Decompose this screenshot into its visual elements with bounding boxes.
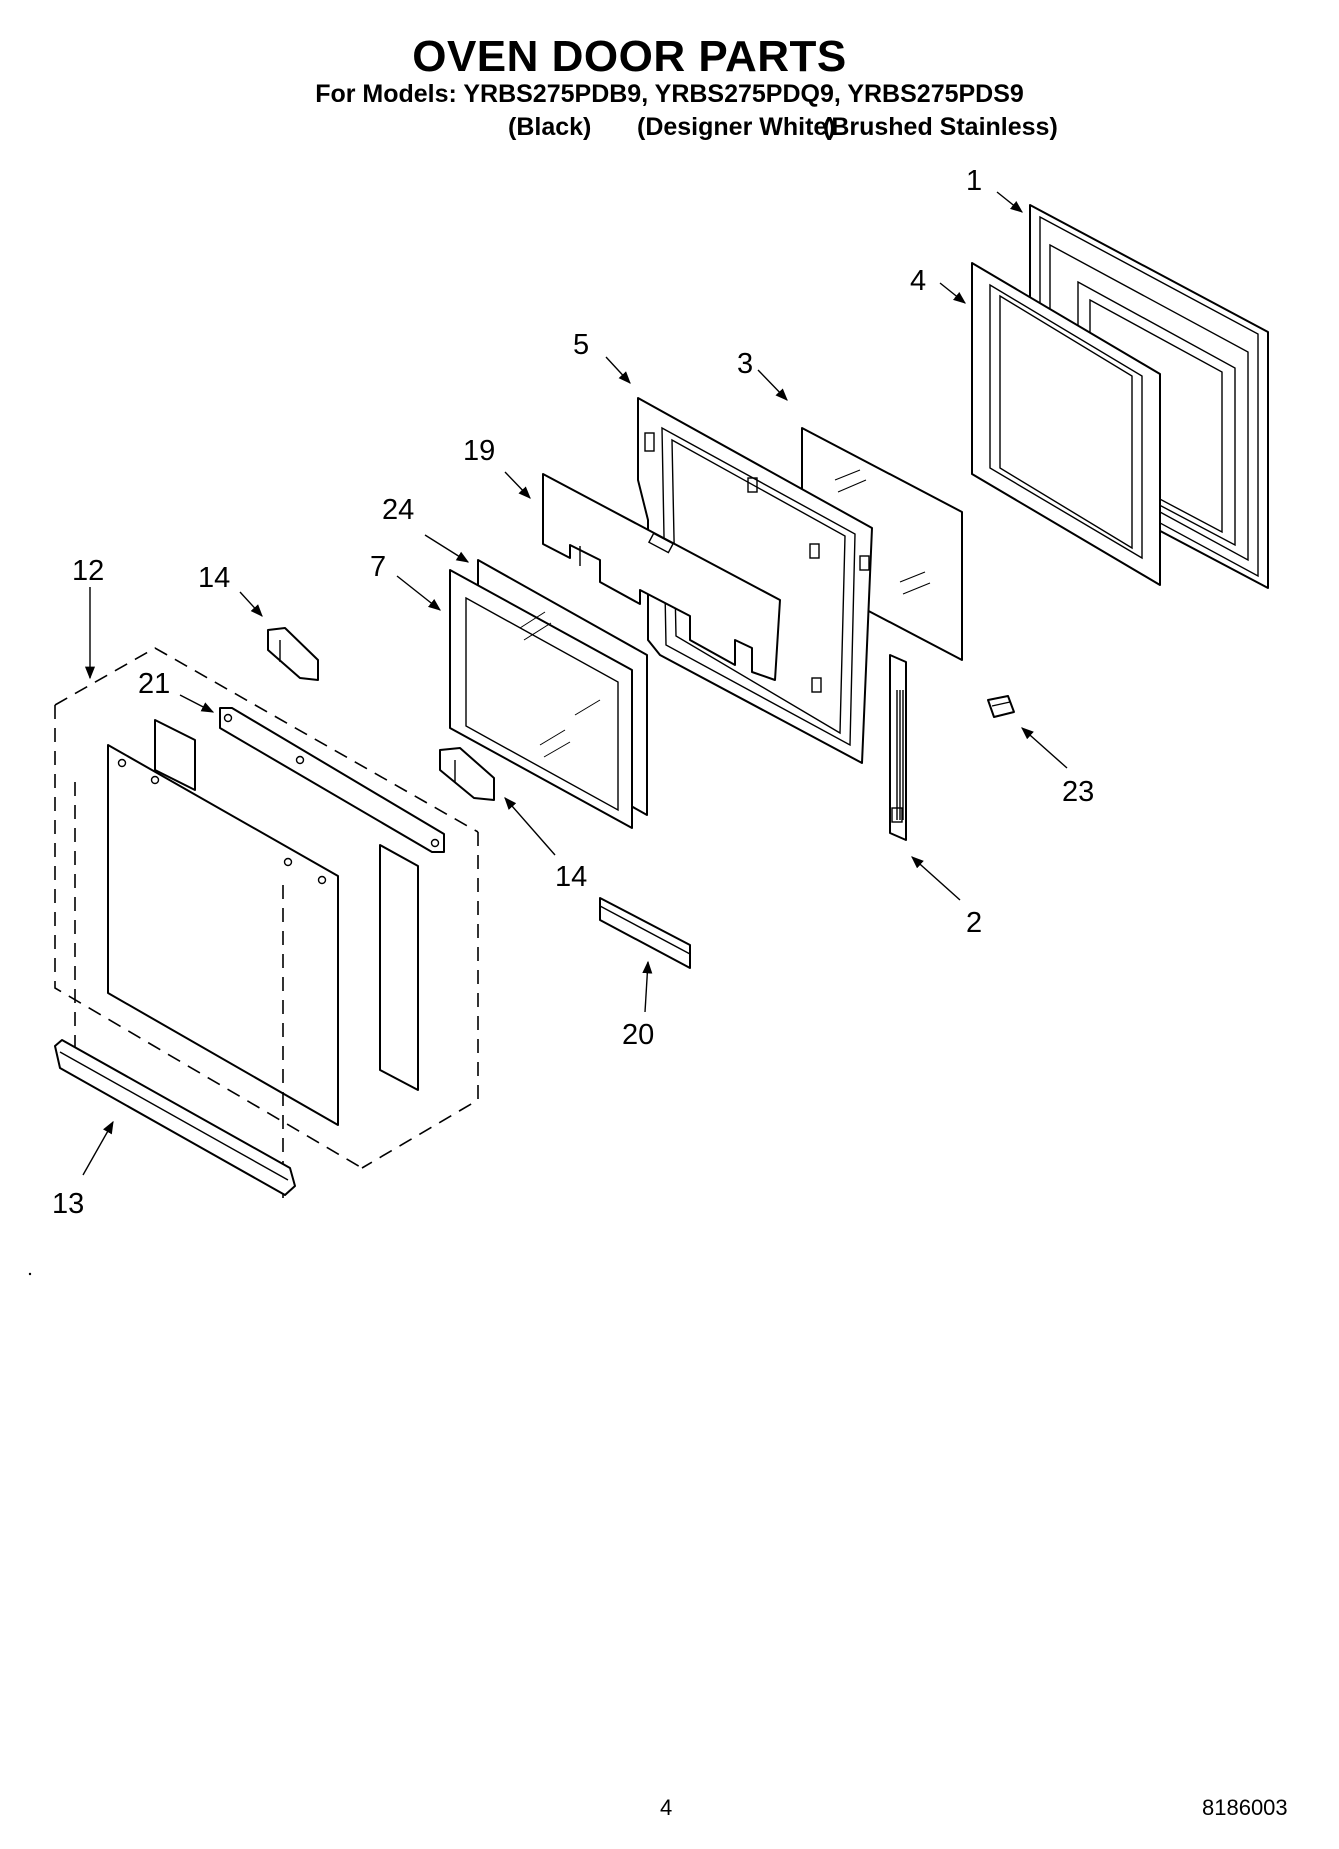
page-number: 4 <box>660 1795 673 1820</box>
page-title: OVEN DOOR PARTS <box>412 32 847 81</box>
part-20-trim-strip <box>599 897 691 969</box>
variant-brushed-stainless: (Brushed Stainless) <box>823 113 1058 141</box>
callout-7: 7 <box>370 551 386 583</box>
part-7-door-glass <box>449 569 633 829</box>
variant-black: (Black) <box>508 113 592 141</box>
part-14-upper-bracket <box>267 627 319 681</box>
callout-19: 19 <box>463 435 495 467</box>
callout-3: 3 <box>737 348 753 380</box>
callout-5: 5 <box>573 329 589 361</box>
leader-arrows <box>82 191 1068 1176</box>
document-number: 8186003 <box>1202 1795 1288 1820</box>
callout-20: 20 <box>622 1019 654 1051</box>
callout-1: 1 <box>966 165 982 197</box>
callout-21: 21 <box>138 668 170 700</box>
callout-2: 2 <box>966 907 982 939</box>
part-13-handle <box>54 1039 296 1196</box>
part-4-door-frame <box>971 262 1161 586</box>
callout-14-upper: 14 <box>198 562 230 594</box>
models-line: For Models: YRBS275PDB9, YRBS275PDQ9, YR… <box>315 80 1024 108</box>
part-21-rail <box>219 707 445 853</box>
part-14-lower-bracket <box>439 747 495 801</box>
callout-12: 12 <box>72 555 104 587</box>
callout-24: 24 <box>382 494 414 526</box>
callout-23: 23 <box>1062 776 1094 808</box>
part-19-heat-shield <box>542 473 781 681</box>
variant-designer-white: (Designer White) <box>637 113 836 141</box>
callout-13: 13 <box>52 1188 84 1220</box>
callout-14-lower: 14 <box>555 861 587 893</box>
part-23-clip <box>987 695 1015 718</box>
callout-4: 4 <box>910 265 926 297</box>
part-12-outer-door-assembly <box>54 647 479 1200</box>
part-2-hinge <box>889 654 907 841</box>
